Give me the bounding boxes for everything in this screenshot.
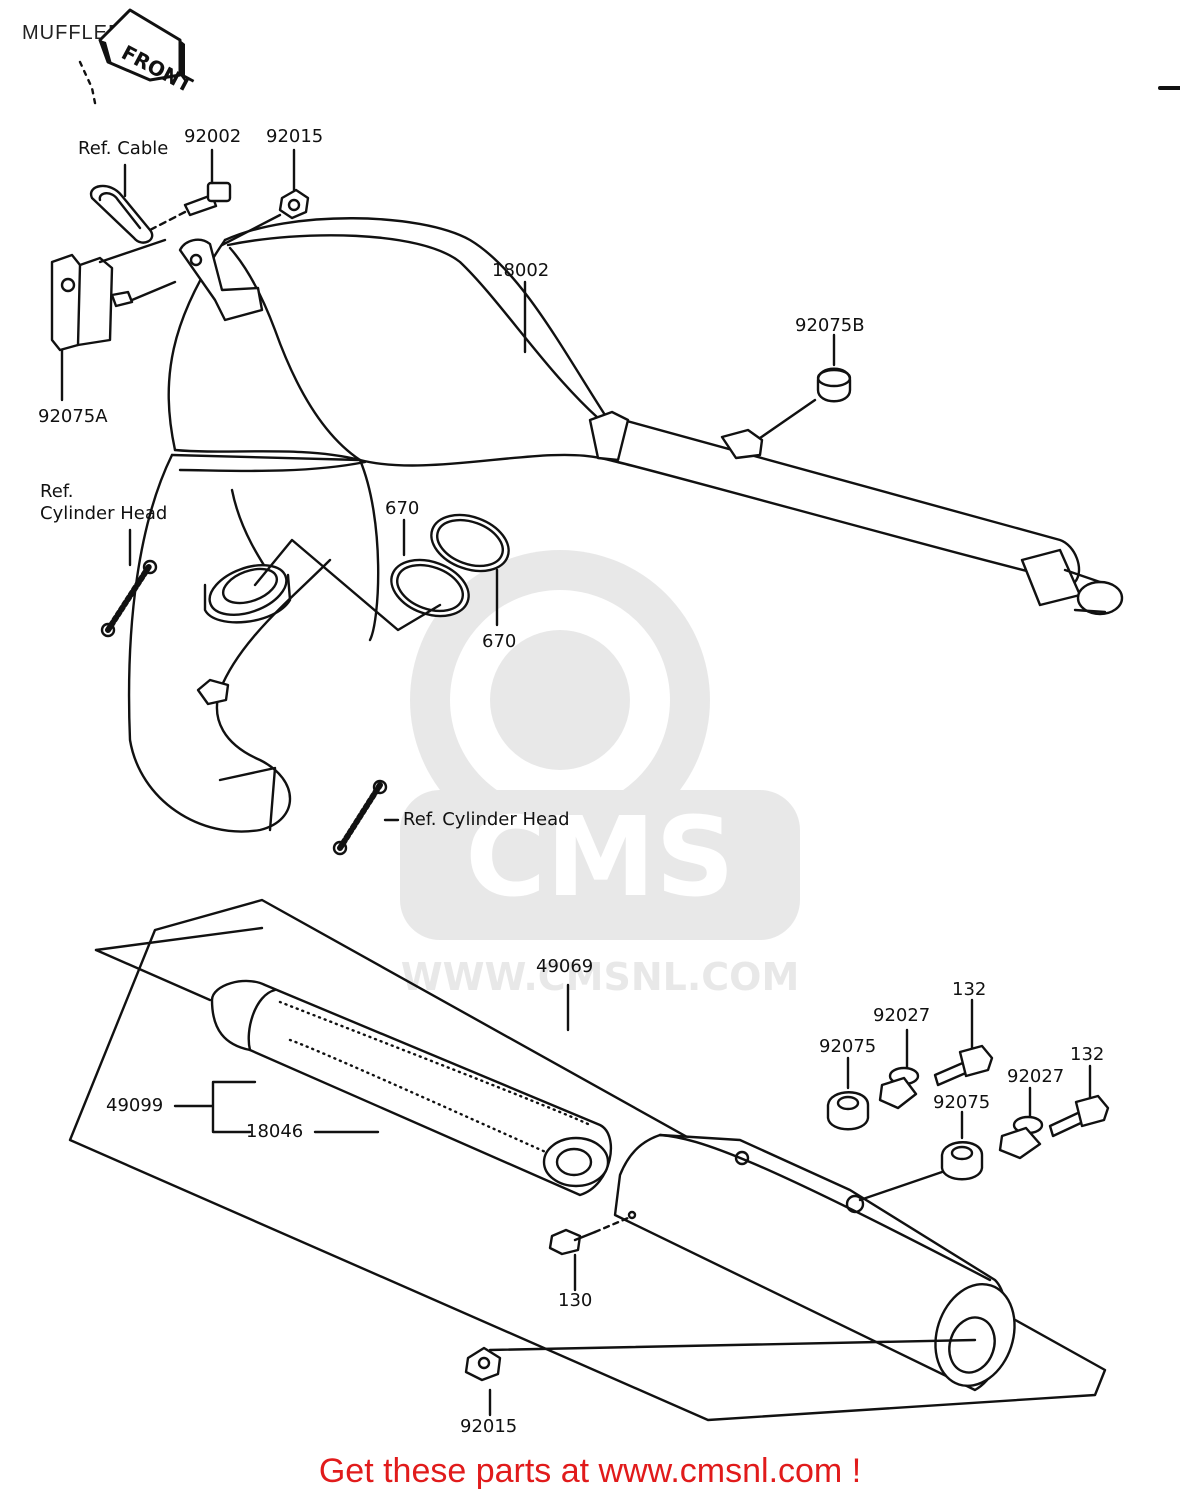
grommet-92075b-part	[758, 333, 852, 440]
page-title: MUFFLER	[22, 22, 124, 44]
footer-shop-link[interactable]: Get these parts at www.cmsnl.com !	[318, 1452, 862, 1490]
bolt-132-b-part	[1048, 1064, 1110, 1138]
silencer-exploded-frame	[68, 898, 1107, 1422]
label-92015-top: 92015	[266, 126, 324, 147]
label-92015-bottom: 92015	[460, 1416, 518, 1437]
gasket-670-part	[253, 513, 510, 632]
nut-92015-bottom-part	[464, 1338, 977, 1417]
watermark-url: WWW.CMSNL.COM	[401, 955, 800, 999]
label-92075a: 92075A	[38, 406, 108, 427]
nut-92015-part	[220, 148, 310, 247]
label-670-b: 670	[482, 631, 517, 652]
bolt-130-part	[548, 1216, 630, 1292]
bolt-132-a-part	[933, 998, 994, 1087]
label-ref-cylinder-head-2: Ref. Cylinder Head	[403, 809, 570, 830]
cms-watermark-logo: CMS WWW.CMSNL.COM	[400, 550, 800, 999]
label-132-b: 132	[1070, 1044, 1105, 1065]
label-49069: 49069	[536, 956, 594, 977]
label-130: 130	[558, 1290, 593, 1311]
bolt-92002-part	[148, 148, 232, 232]
cable-clamp-part	[89, 163, 154, 244]
label-92027-b: 92027	[1007, 1066, 1065, 1087]
watermark-brand: CMS	[465, 793, 734, 921]
label-ref-cable: Ref. Cable	[78, 138, 169, 159]
collar-92027-a-part	[878, 1028, 920, 1110]
label-92002: 92002	[184, 126, 242, 147]
label-ref-cylinder-head-1a: Ref.	[40, 481, 74, 502]
label-92075-a: 92075	[819, 1036, 877, 1057]
spring-part-1	[100, 528, 158, 638]
grommet-92075-a-part	[826, 1056, 870, 1131]
silencer-core-part	[173, 979, 613, 1197]
label-ref-cylinder-head-1b: Cylinder Head	[40, 503, 168, 524]
label-18002: 18002	[492, 260, 550, 281]
bracket-92075a-part	[50, 238, 177, 402]
front-arrow-icon: FRONT	[78, 8, 197, 110]
grommet-92075-b-part	[858, 1110, 984, 1202]
label-92075-b: 92075	[933, 1092, 991, 1113]
label-92027-a: 92027	[873, 1005, 931, 1026]
collar-92027-b-part	[998, 1086, 1044, 1160]
spring-part-2	[332, 779, 400, 856]
expansion-chamber-18002-part	[127, 217, 1124, 833]
label-670-a: 670	[385, 498, 420, 519]
silencer-shell-49069-part	[613, 1133, 1016, 1392]
label-49099: 49099	[106, 1095, 164, 1116]
label-92075b: 92075B	[795, 315, 865, 336]
exhaust-flange-part	[196, 564, 292, 706]
label-132-a: 132	[952, 979, 987, 1000]
label-18046: 18046	[246, 1121, 304, 1142]
